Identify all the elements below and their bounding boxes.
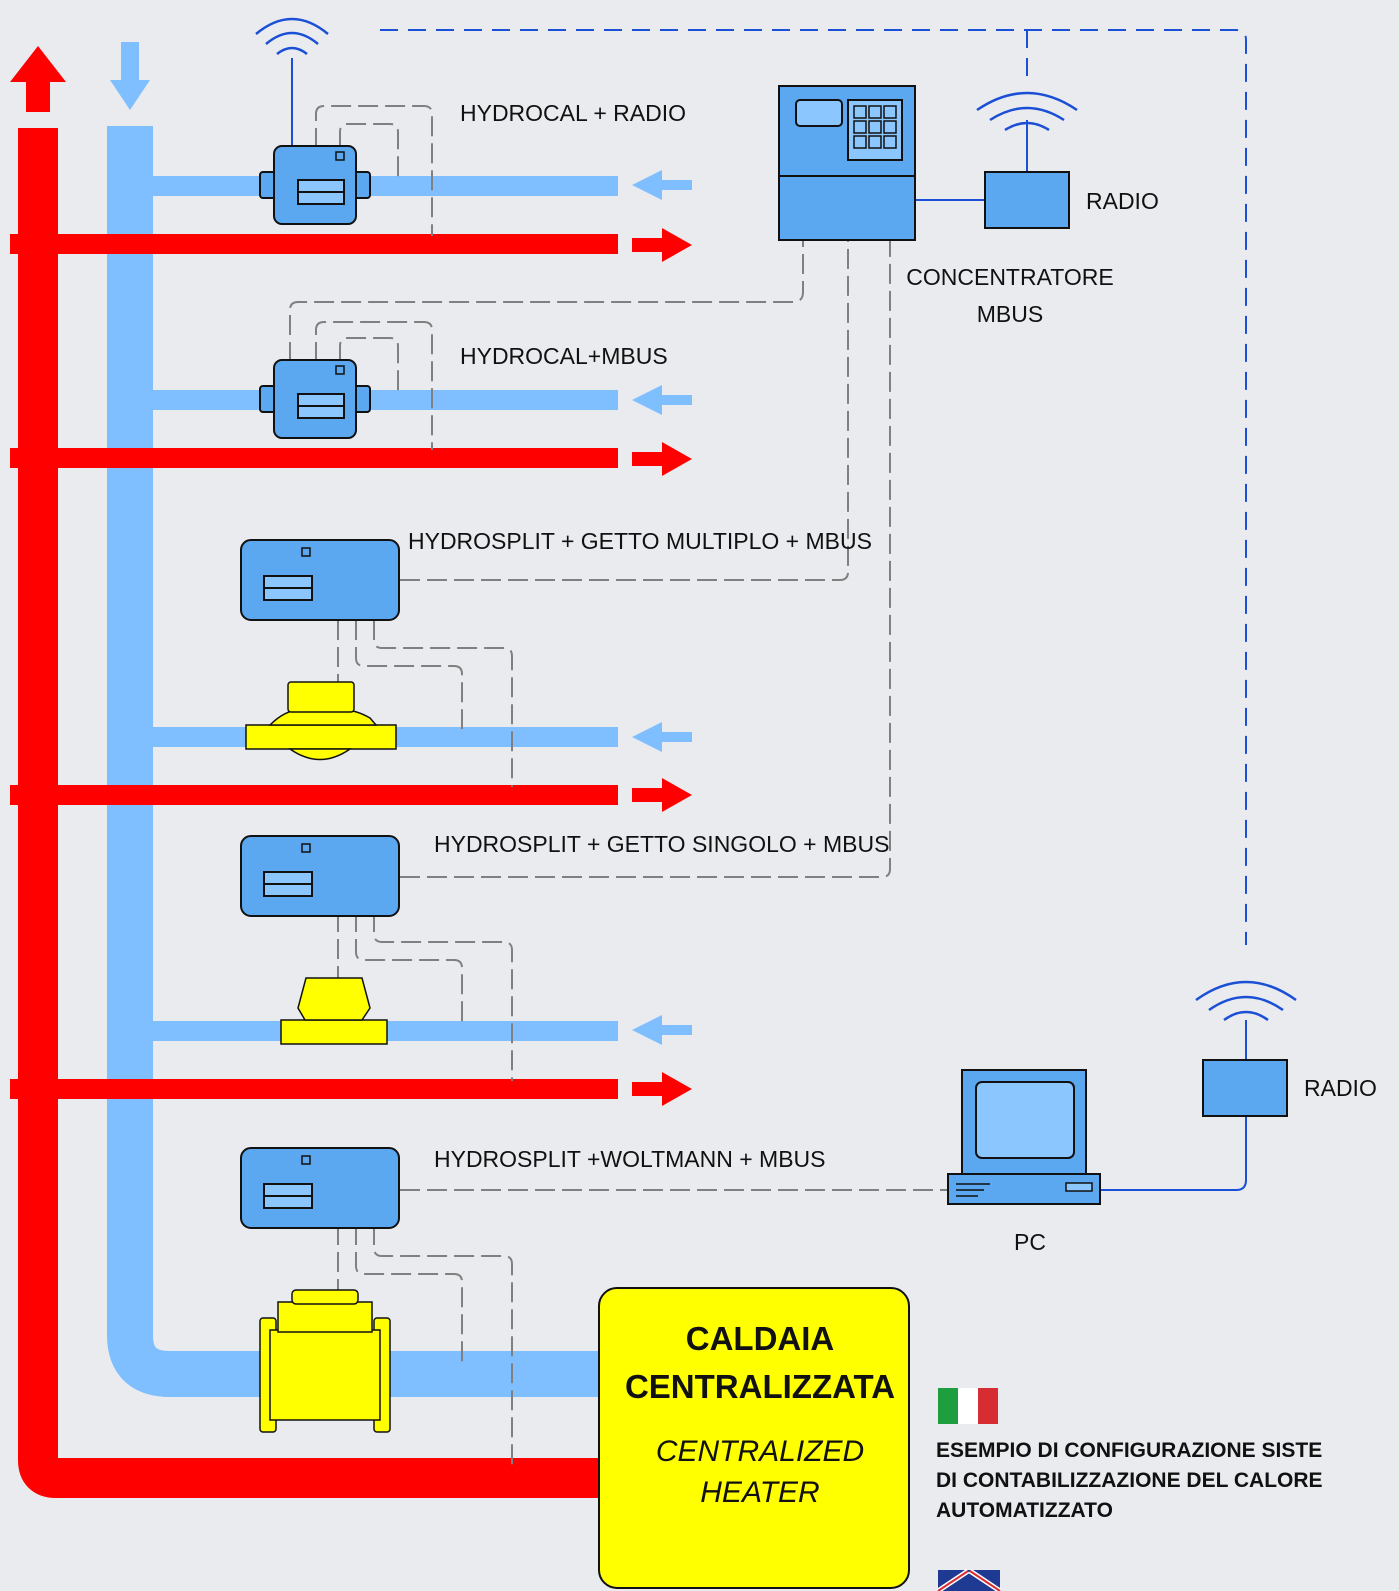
mbus-wiring [289, 105, 948, 1465]
cold-return-arrow-icon [632, 1015, 692, 1045]
heater-title-line1: CALDAIA [686, 1320, 834, 1357]
label-hydrocal-mbus: HYDROCAL+MBUS [460, 343, 668, 369]
uk-flag-icon[interactable] [936, 1568, 1002, 1591]
description-line2: DI CONTABILIZZAZIONE DEL CALORE [936, 1469, 1323, 1492]
heater-subtitle-line2: HEATER [700, 1476, 819, 1509]
radio-module-bottom [1202, 1059, 1288, 1117]
single-jet-meter [280, 977, 388, 1045]
central-heater [598, 1287, 910, 1589]
hot-riser [10, 46, 600, 1498]
label-hydrosplit-woltmann: HYDROSPLIT +WOLTMANN + MBUS [434, 1146, 826, 1172]
heater-subtitle-line1: CENTRALIZED [656, 1435, 864, 1468]
mbus-concentrator [778, 85, 916, 241]
pc-computer-icon [947, 1069, 1101, 1205]
cold-down-arrow [110, 42, 150, 110]
hot-supply-arrow-icon [632, 442, 692, 476]
description-line1: ESEMPIO DI CONFIGURAZIONE SISTE [936, 1439, 1322, 1462]
hot-supply-arrow-icon [632, 1072, 692, 1106]
hot-supply-arrow-icon [632, 228, 692, 262]
hydrosplit-unit-single [240, 835, 400, 917]
radio-module-top [984, 171, 1070, 229]
hydrocal-radio-meter [259, 145, 371, 225]
hydrocal-mbus-meter [259, 359, 371, 439]
label-concentrator: CONCENTRATORE [906, 264, 1113, 290]
antenna-waves-icon [976, 91, 1078, 132]
labels: HYDROCAL + RADIO HYDROCAL+MBUS HYDROSPLI… [408, 100, 1377, 1522]
antenna-waves-icon [255, 17, 329, 56]
antenna-waves-icon [1195, 980, 1297, 1022]
cold-return-arrow-icon [632, 385, 692, 415]
label-hydrocal-radio: HYDROCAL + RADIO [460, 100, 686, 126]
label-concentrator-mbus: MBUS [977, 301, 1043, 327]
label-radio-top: RADIO [1086, 188, 1159, 214]
hydrosplit-unit-woltmann [240, 1147, 400, 1229]
hot-up-arrow [10, 46, 66, 112]
label-radio-bottom: RADIO [1304, 1075, 1377, 1101]
label-hydrosplit-multi: HYDROSPLIT + GETTO MULTIPLO + MBUS [408, 528, 872, 554]
cold-return-arrow-icon [632, 170, 692, 200]
description-line3: AUTOMATIZZATO [936, 1499, 1113, 1522]
cold-return-arrow-icon [632, 722, 692, 752]
hot-supply-arrow-icon [632, 778, 692, 812]
radio-wiring [291, 29, 1247, 1191]
branch-pipes [10, 176, 618, 1099]
flow-arrows [632, 170, 692, 1106]
keypad-icon [853, 105, 897, 149]
italian-flag-icon[interactable] [938, 1388, 998, 1424]
hydrosplit-unit-multi [240, 539, 400, 621]
label-pc: PC [1014, 1229, 1046, 1255]
multi-jet-meter [245, 681, 397, 761]
label-hydrosplit-single: HYDROSPLIT + GETTO SINGOLO + MBUS [434, 831, 889, 857]
cold-riser [107, 42, 600, 1397]
heater-title-line2: CENTRALIZZATA [625, 1368, 895, 1405]
woltmann-meter [259, 1289, 391, 1433]
